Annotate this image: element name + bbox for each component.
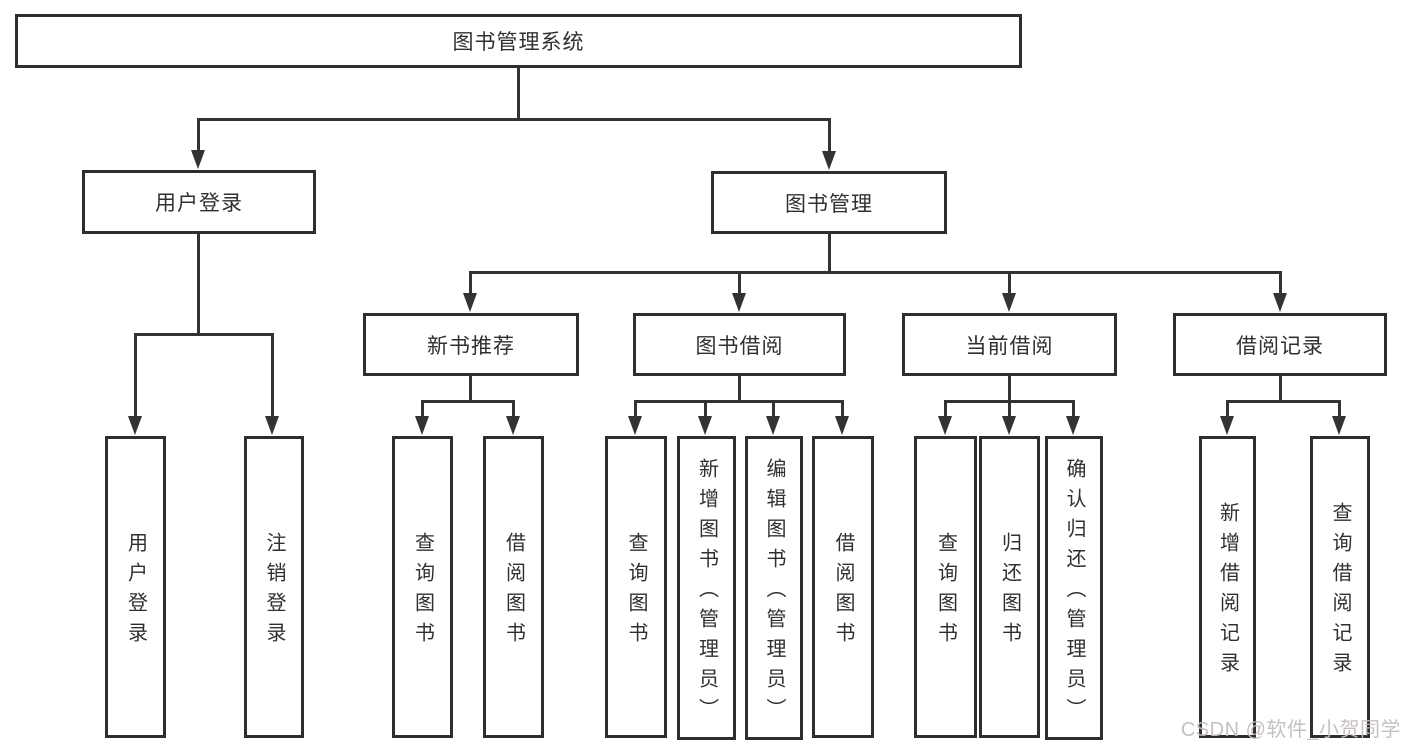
connector-stem [738, 376, 741, 403]
leaf-bb-query-books: 查询图书 [605, 436, 667, 738]
connector-book-management-crossbar [469, 271, 1281, 274]
connector-crossbar [634, 400, 844, 403]
node-user-login: 用户登录 [82, 170, 316, 234]
arrow-down-icon [1220, 416, 1234, 435]
node-book-borrow: 图书借阅 [633, 313, 846, 376]
connector-drop [634, 400, 637, 418]
leaf-cb-query-books: 查询图书 [914, 436, 977, 738]
connector-stem [1008, 376, 1011, 403]
connector-root-drop-right [828, 118, 831, 152]
leaf-logout: 注销登录 [244, 436, 304, 738]
leaf-user-login: 用户登录 [105, 436, 166, 738]
connector-user-login-drop-1 [134, 333, 137, 417]
connector-user-login-crossbar [134, 333, 274, 336]
connector-root-crossbar [197, 118, 831, 121]
connector-book-management-stem [828, 234, 831, 274]
arrow-down-icon [1002, 293, 1016, 312]
node-borrow-records: 借阅记录 [1173, 313, 1387, 376]
arrow-down-icon [1273, 293, 1287, 312]
watermark: CSDN @软件_小贺同学 [1180, 719, 1401, 741]
leaf-bb-add-books-admin: 新增图书（管理员） [677, 436, 736, 740]
leaf-bb-edit-books-admin: 编辑图书（管理员） [745, 436, 803, 740]
node-new-book-recommend: 新书推荐 [363, 313, 579, 376]
arrow-down-icon [732, 293, 746, 312]
arrow-down-icon [265, 416, 279, 435]
connector-drop [841, 400, 844, 418]
leaf-cb-confirm-return-admin: 确认归还（管理员） [1045, 436, 1103, 740]
arrow-down-icon [128, 416, 142, 435]
connector-drop [421, 400, 424, 418]
connector-user-login-drop-2 [271, 333, 274, 417]
connector-stem [469, 376, 472, 403]
arrow-down-icon [835, 416, 849, 435]
connector-user-login-stem [197, 234, 200, 336]
arrow-down-icon [1066, 416, 1080, 435]
arrow-down-icon [628, 416, 642, 435]
connector-drop [1008, 400, 1011, 418]
leaf-cb-return-books: 归还图书 [979, 436, 1040, 738]
arrow-down-icon [415, 416, 429, 435]
connector-crossbar [1226, 400, 1340, 403]
leaf-bb-borrow-books: 借阅图书 [812, 436, 874, 738]
connector-drop [512, 400, 515, 418]
leaf-nb-borrow-books: 借阅图书 [483, 436, 544, 738]
arrow-down-icon [506, 416, 520, 435]
node-library-system: 图书管理系统 [15, 14, 1022, 68]
arrow-down-icon [1002, 416, 1016, 435]
connector-drop-current-borrow [1008, 271, 1011, 295]
connector-drop-new-books [469, 271, 472, 295]
arrow-down-icon [766, 416, 780, 435]
arrow-down-icon [822, 151, 836, 170]
connector-drop [1338, 400, 1341, 418]
node-current-borrow: 当前借阅 [902, 313, 1117, 376]
connector-crossbar [421, 400, 515, 403]
arrow-down-icon [191, 150, 205, 169]
arrow-down-icon [463, 293, 477, 312]
connector-drop-book-borrow [738, 271, 741, 295]
arrow-down-icon [1332, 416, 1346, 435]
connector-drop-borrow-records [1279, 271, 1282, 295]
leaf-br-query-record: 查询借阅记录 [1310, 436, 1370, 738]
connector-stem [1279, 376, 1282, 403]
leaf-br-add-record: 新增借阅记录 [1199, 436, 1256, 738]
connector-root-stem [517, 68, 520, 121]
arrow-down-icon [938, 416, 952, 435]
node-book-management: 图书管理 [711, 171, 947, 234]
connector-drop [772, 400, 775, 418]
arrow-down-icon [698, 416, 712, 435]
leaf-nb-query-books: 查询图书 [392, 436, 453, 738]
connector-drop [944, 400, 947, 418]
connector-drop [1226, 400, 1229, 418]
connector-root-drop-left [197, 118, 200, 152]
connector-drop [1072, 400, 1075, 418]
connector-drop [704, 400, 707, 418]
